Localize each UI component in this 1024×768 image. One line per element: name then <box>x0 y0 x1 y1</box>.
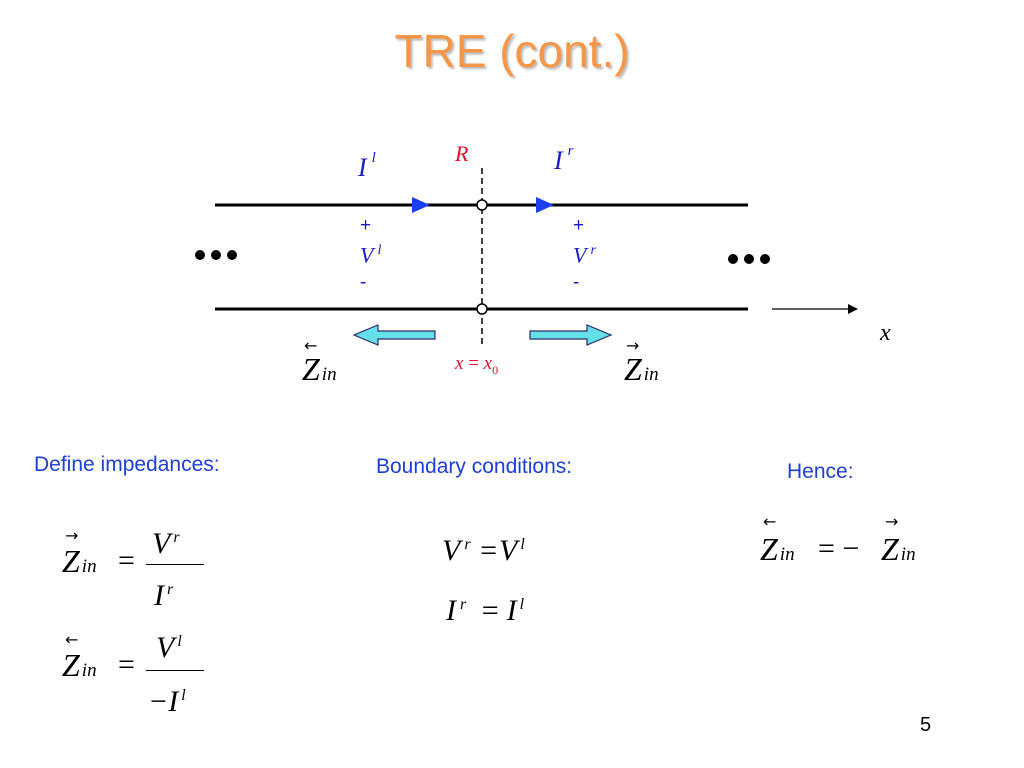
slide-title: TRE (cont.) <box>394 25 630 77</box>
fraction-bar <box>146 564 204 565</box>
right-voltage-plus: + <box>573 215 585 236</box>
right-ellipsis <box>728 254 770 264</box>
right-arrow-icon: → <box>626 336 640 355</box>
boundary-conditions-heading: Boundary conditions: <box>376 455 573 478</box>
left-ellipsis <box>195 250 237 260</box>
page-number: 5 <box>920 714 932 736</box>
right-arrow-icon: → <box>885 512 899 531</box>
position-label: x = x0 <box>455 353 499 377</box>
left-voltage-symbol: V <box>360 242 374 268</box>
hence-heading: Hence: <box>787 460 854 483</box>
right-voltage-symbol: V <box>573 242 587 268</box>
define-impedances-heading: Define impedances: <box>34 453 220 476</box>
left-arrow-icon: ← <box>304 336 318 355</box>
right-arrow-icon: → <box>65 526 79 545</box>
left-voltage-plus: + <box>360 215 372 236</box>
right-voltage-minus: - <box>573 272 580 294</box>
axis-label: x <box>880 320 891 346</box>
left-current-arrowhead <box>412 197 430 213</box>
right-impedance-arrow <box>529 324 613 346</box>
left-impedance-arrow <box>352 324 436 346</box>
left-arrow-icon: ← <box>65 630 79 649</box>
fraction-bar <box>146 670 204 671</box>
top-node <box>476 199 488 211</box>
bottom-node <box>476 303 488 315</box>
x-axis-arrowhead <box>848 304 858 314</box>
right-current-arrowhead <box>536 197 554 213</box>
reference-label: R <box>455 141 469 166</box>
left-arrow-icon: ← <box>763 512 777 531</box>
left-voltage-minus: - <box>360 272 367 294</box>
